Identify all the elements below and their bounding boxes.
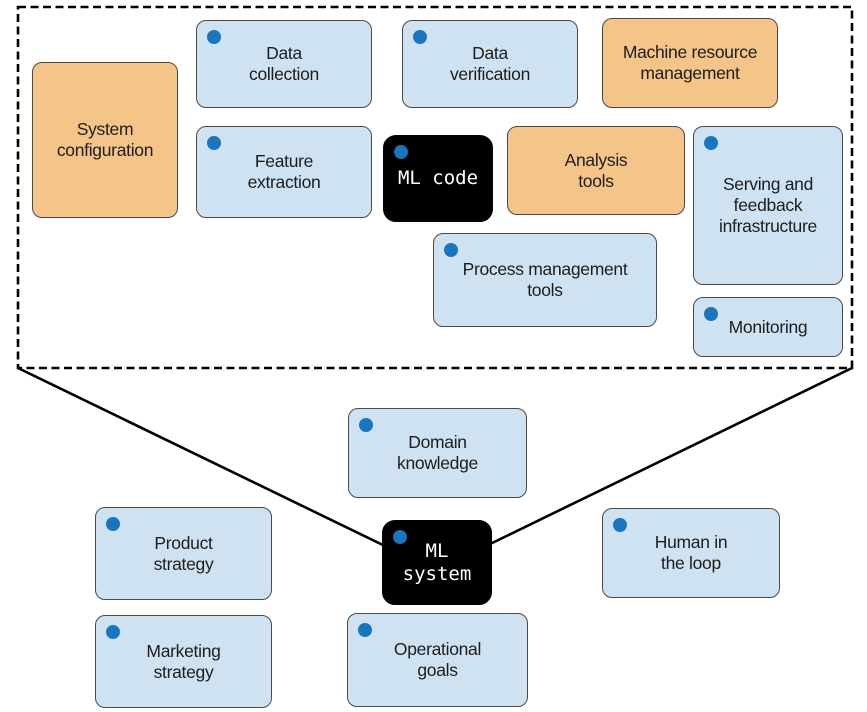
box-label: Product strategy	[153, 532, 214, 574]
box-ml-system: ML system	[382, 520, 492, 605]
corner-dot-icon	[106, 517, 120, 531]
box-label: ML system	[402, 539, 472, 585]
box-label: Operational goals	[393, 639, 482, 680]
box-machine-resource-management: Machine resource management	[602, 18, 778, 108]
box-label: System configuration	[56, 119, 154, 160]
box-data-verification: Data verification	[402, 20, 578, 108]
corner-dot-icon	[106, 625, 120, 639]
box-feature-extraction: Feature extraction	[196, 126, 372, 218]
box-human-in-the-loop: Human in the loop	[602, 508, 780, 598]
corner-dot-icon	[207, 136, 221, 150]
box-label: Human in the loop	[654, 532, 728, 573]
box-label: ML code	[397, 167, 479, 190]
box-marketing-strategy: Marketing strategy	[95, 615, 272, 708]
box-label: Marketing strategy	[146, 640, 221, 682]
corner-dot-icon	[359, 418, 373, 432]
box-ml-code: ML code	[383, 135, 493, 222]
connector-line-left	[17, 366, 388, 549]
box-operational-goals: Operational goals	[347, 613, 528, 707]
corner-dot-icon	[444, 243, 458, 257]
corner-dot-icon	[358, 623, 372, 637]
box-label: Machine resource management	[622, 42, 758, 83]
corner-dot-icon	[704, 307, 718, 321]
box-label: Domain knowledge	[397, 432, 478, 473]
box-product-strategy: Product strategy	[95, 507, 272, 600]
box-label: Monitoring	[728, 316, 808, 337]
box-process-management-tools: Process management tools	[433, 233, 657, 327]
box-domain-knowledge: Domain knowledge	[348, 408, 527, 498]
corner-dot-icon	[394, 145, 408, 159]
box-label: Data verification	[449, 43, 531, 84]
box-serving-and-feedback-infrastructure: Serving and feedback infrastructure	[693, 126, 843, 285]
box-label: Process management tools	[462, 259, 628, 300]
box-label: Data collection	[249, 43, 319, 84]
corner-dot-icon	[413, 30, 427, 44]
box-label: Analysis tools	[564, 149, 628, 191]
corner-dot-icon	[613, 518, 627, 532]
dashed-boundary	[16, 5, 854, 370]
box-monitoring: Monitoring	[693, 297, 843, 357]
box-label: Serving and feedback infrastructure	[719, 174, 817, 236]
box-data-collection: Data collection	[196, 20, 372, 108]
box-analysis-tools: Analysis tools	[507, 126, 685, 215]
corner-dot-icon	[207, 30, 221, 44]
box-system-configuration: System configuration	[32, 62, 178, 218]
corner-dot-icon	[393, 530, 407, 544]
connector-line-right	[487, 366, 853, 547]
box-label: Feature extraction	[247, 151, 321, 192]
corner-dot-icon	[704, 136, 718, 150]
